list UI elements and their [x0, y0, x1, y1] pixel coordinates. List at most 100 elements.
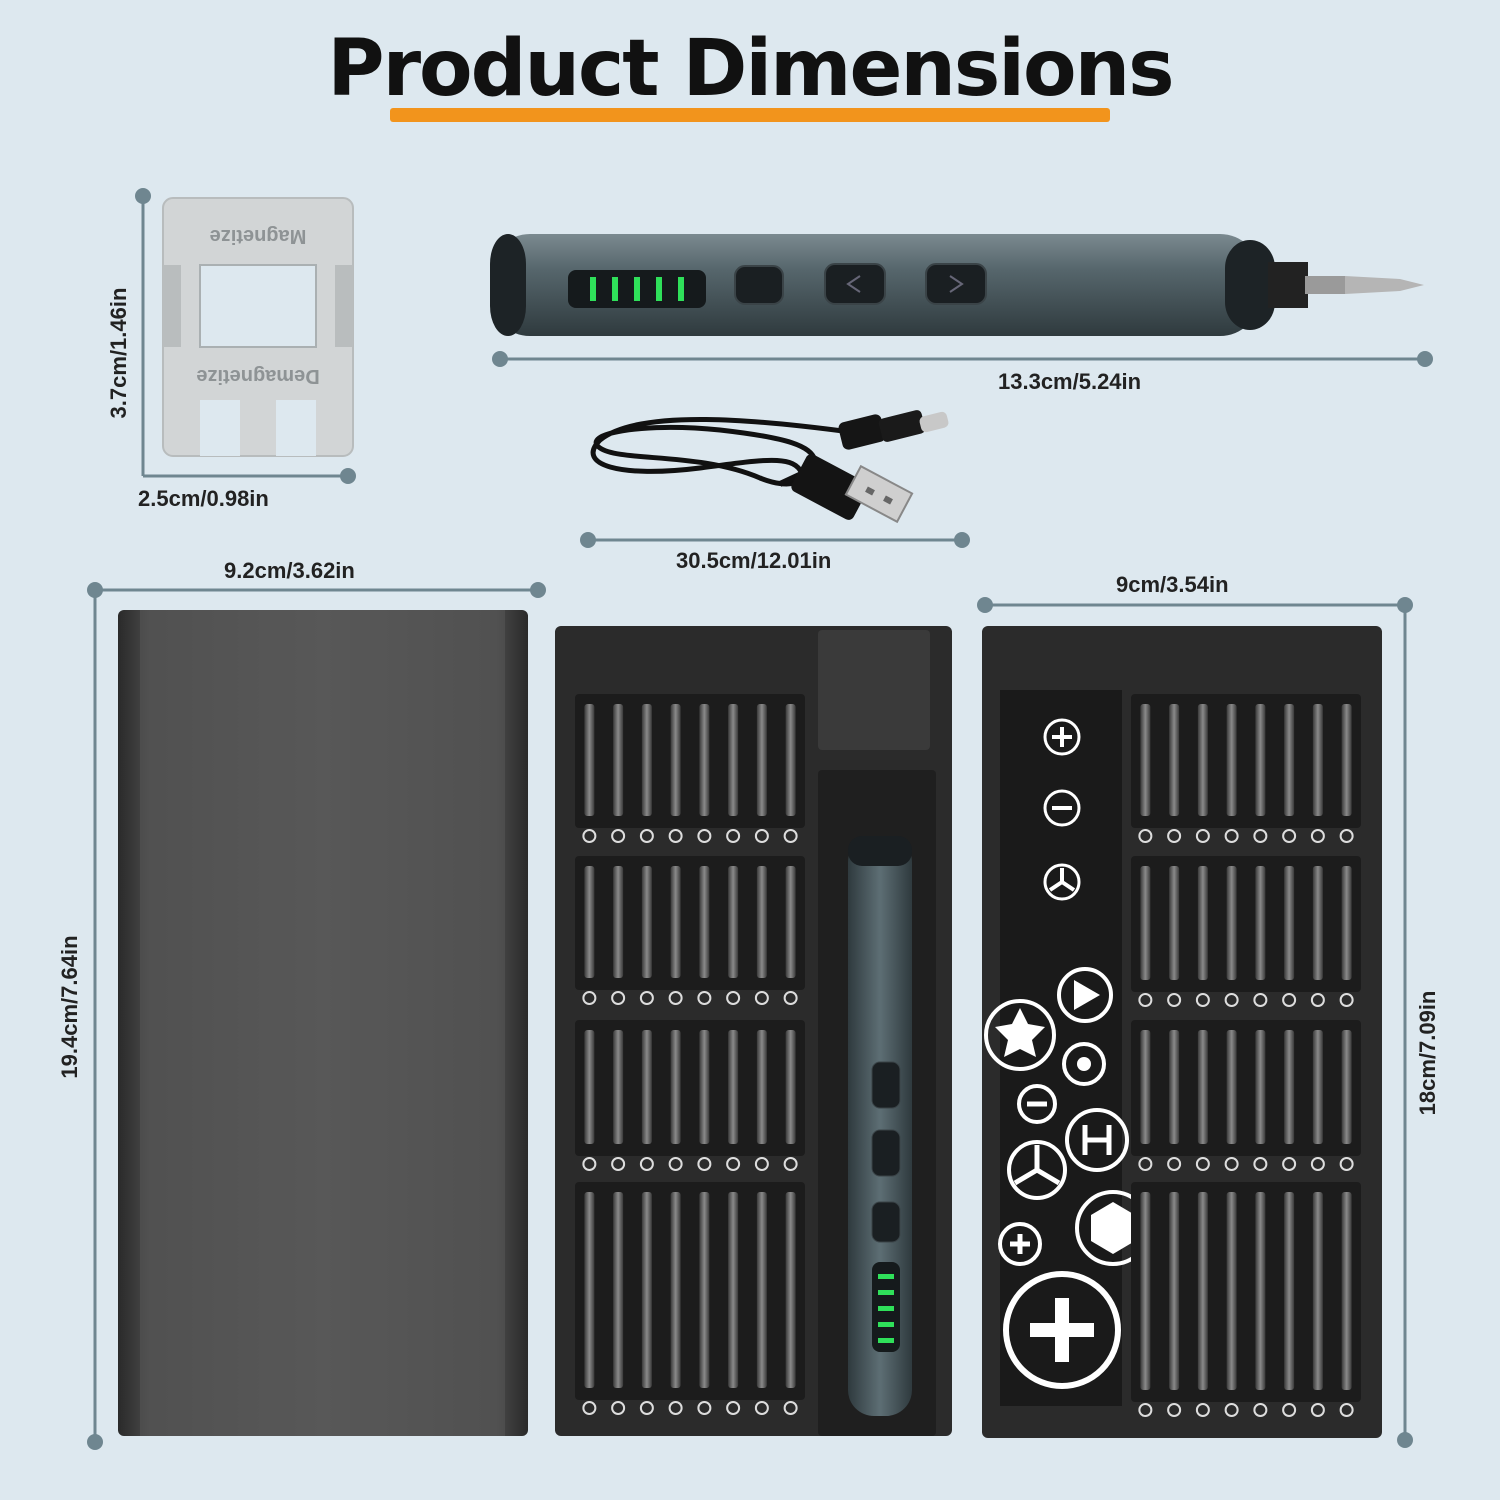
bit-marker — [783, 1157, 798, 1171]
bit-marker — [639, 829, 654, 843]
bit-row — [575, 1182, 805, 1400]
bit-marker — [1339, 829, 1354, 843]
bit-marker — [1167, 993, 1182, 1007]
bit — [756, 1030, 767, 1144]
bit-marker — [1282, 993, 1297, 1007]
bit-marker — [1282, 1157, 1297, 1171]
bit-marker — [1310, 829, 1325, 843]
tray-width-label: 9cm/3.54in — [1116, 572, 1229, 597]
bit-marker — [611, 1401, 626, 1415]
bit-marker — [1224, 829, 1239, 843]
bit-marker — [668, 829, 683, 843]
middle-bit-rows — [575, 694, 805, 1415]
bit — [1312, 704, 1323, 816]
bit — [1284, 1030, 1295, 1144]
bit-marker — [783, 991, 798, 1005]
bit-marker — [1310, 993, 1325, 1007]
button-reverse — [824, 263, 886, 305]
bit — [670, 1030, 681, 1144]
bit — [670, 866, 681, 978]
bit-marker — [611, 1157, 626, 1171]
bit-marker — [726, 1401, 741, 1415]
bit — [1169, 1030, 1180, 1144]
bit-marker — [726, 829, 741, 843]
bit-row — [575, 856, 805, 990]
bit-marker — [1282, 829, 1297, 843]
bit — [584, 704, 595, 816]
bit-marker — [1339, 993, 1354, 1007]
bit-marker — [697, 1401, 712, 1415]
bit-marker — [639, 991, 654, 1005]
bit-marker — [582, 991, 597, 1005]
bit-marker — [697, 829, 712, 843]
bit — [756, 1192, 767, 1388]
bit-marker — [639, 1401, 654, 1415]
bit-marker — [1310, 1403, 1325, 1417]
cable-length-label: 30.5cm/12.01in — [676, 548, 832, 573]
bit-marker — [754, 1157, 769, 1171]
bit-marker — [1138, 829, 1153, 843]
bit-marker — [1253, 829, 1268, 843]
bit — [1284, 1192, 1295, 1390]
bit-marker — [1138, 1157, 1153, 1171]
bit — [785, 1192, 796, 1388]
bit — [1312, 1192, 1323, 1390]
bit — [785, 1030, 796, 1144]
bit — [728, 866, 739, 978]
bit — [1197, 1192, 1208, 1390]
magnetizer-height-label: 3.7cm/1.46in — [106, 287, 131, 419]
usb-cable — [590, 410, 949, 524]
bit-type-symbols — [984, 718, 1151, 1389]
bit — [584, 1030, 595, 1144]
bit — [756, 866, 767, 978]
bit-marker — [1339, 1157, 1354, 1171]
bit-marker — [668, 1401, 683, 1415]
bit — [699, 866, 710, 978]
magnetizer-width-label: 2.5cm/0.98in — [138, 486, 269, 511]
bit-marker — [1253, 1157, 1268, 1171]
battery-led-indicator — [590, 277, 684, 301]
bit — [1341, 704, 1352, 816]
bit-marker — [582, 1157, 597, 1171]
bit-marker — [1167, 829, 1182, 843]
bit-marker — [1167, 1157, 1182, 1171]
bit-marker — [1138, 993, 1153, 1007]
magnetizer-dimension-lines — [135, 188, 356, 484]
bit — [1197, 704, 1208, 816]
bit — [1226, 704, 1237, 816]
bit — [1197, 1030, 1208, 1144]
bit-row — [575, 1020, 805, 1156]
bit — [1341, 866, 1352, 980]
case-dimension-lines — [87, 582, 546, 1450]
bit — [1341, 1192, 1352, 1390]
bit-marker — [582, 829, 597, 843]
bit-marker — [697, 991, 712, 1005]
case-width-label: 9.2cm/3.62in — [224, 558, 355, 583]
bit-marker — [783, 1401, 798, 1415]
bit — [1140, 1030, 1151, 1144]
bit — [785, 866, 796, 978]
cable-dimension-line — [580, 532, 970, 548]
bit-marker — [697, 1157, 712, 1171]
bit-marker — [1195, 1403, 1210, 1417]
right-bit-rows — [1131, 694, 1361, 1417]
bit-marker — [1195, 829, 1210, 843]
bit — [1226, 866, 1237, 980]
bit — [1255, 866, 1266, 980]
bit — [785, 704, 796, 816]
bit-marker — [1310, 1157, 1325, 1171]
magnetizer-block — [162, 197, 354, 457]
bit — [1169, 704, 1180, 816]
bit — [699, 1192, 710, 1388]
bit-marker — [1339, 1403, 1354, 1417]
bit-row — [1131, 856, 1361, 992]
bit-marker — [611, 829, 626, 843]
bit — [641, 1030, 652, 1144]
bit-marker — [1195, 993, 1210, 1007]
bit — [728, 704, 739, 816]
bit — [699, 704, 710, 816]
bit — [756, 704, 767, 816]
bit-marker — [1253, 993, 1268, 1007]
screwdriver-length-label: 13.3cm/5.24in — [998, 369, 1142, 394]
